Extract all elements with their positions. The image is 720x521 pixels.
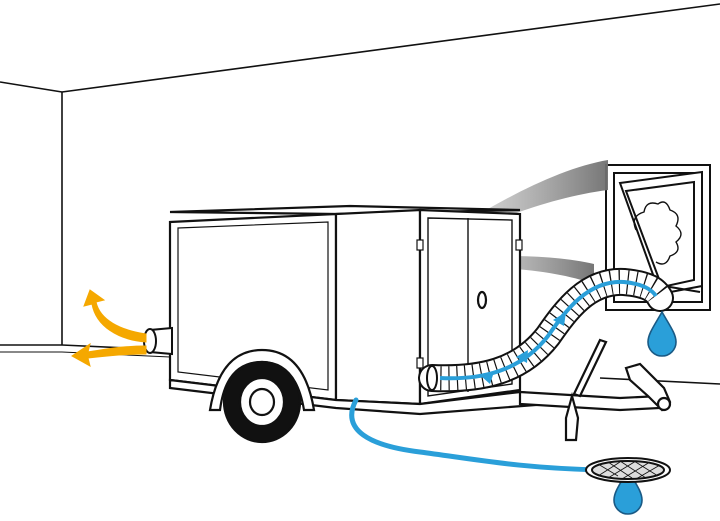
- trailer-wheel: [208, 348, 316, 444]
- water-drop-icon: [613, 310, 677, 515]
- exhaust-pipe: [143, 326, 173, 356]
- drain-hose: [349, 397, 603, 473]
- drain-icon: [585, 457, 671, 483]
- trailer-hitch: [518, 338, 672, 442]
- orange-arrow-icon: [71, 289, 147, 367]
- duct-flow-arrow-icon: [481, 312, 566, 384]
- window-icon: [605, 164, 711, 311]
